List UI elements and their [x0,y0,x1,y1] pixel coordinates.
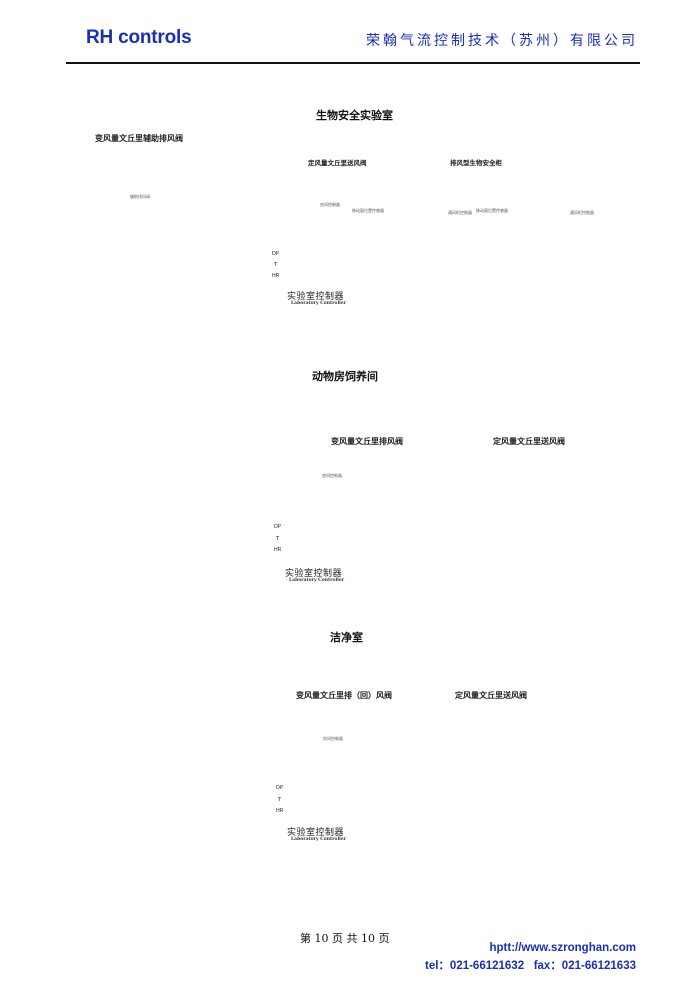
label-exhaust-valve-2: 变风量文丘里排风阀 [331,437,403,446]
hood-controller-1 [448,195,472,211]
duct-aux-exhaust [102,137,150,230]
exhaust-grille-3 [184,717,222,733]
sensor-dp-2: DP [274,524,281,530]
sensor-t-3: T [278,797,282,803]
website-link[interactable]: hptt://www.szronghan.com [489,942,636,954]
exhaust-arrow-1 [104,166,116,174]
supply-diffuser-3 [400,711,438,727]
animal-cage-racks [374,507,536,584]
cabinet-exhaust-valve-2 [518,187,536,223]
lab-controller-label-cn-3: 实验室控制器 [287,828,345,838]
label-sash-sensor-1: 移动窗位置传感器 [352,208,384,213]
sensor-hr-2: HR [274,547,282,553]
room-animal [140,451,554,603]
exhaust-valve-3 [267,662,301,680]
exhaust-arrow-cabinet-2 [521,163,533,171]
brand-logo: RH controls [86,27,192,48]
biosafety-cabinet-2 [481,227,557,321]
sensor-hr: HR [272,273,280,279]
label-sash-sensor-2: 移动窗位置传感器 [476,208,508,213]
hood-controller-2 [570,195,594,211]
cabinet-exhaust-valve-1 [396,187,414,223]
company-name: 荣翰气流控制技术（苏州）有限公司 [366,33,638,49]
label-room-controller: 房间控制器 [320,202,340,207]
contact-info: tel：021-66121632 fax：021-66121633 [425,960,636,972]
exhaust-valve-2 [261,399,297,417]
label-supply-valve-3: 定风量文丘里送风阀 [455,691,527,700]
lab-controller-label-en: Laboratory Controller [291,301,347,306]
label-aux-valve-small: 辅助排风阀 [130,194,150,199]
exhaust-arrow-3b [197,681,209,689]
page-number: 第 10 页 共 10 页 [300,932,390,945]
duct-supply-1 [197,120,320,178]
exhaust-arrow-cabinet-1 [399,163,411,171]
section-title-cleanroom: 洁净室 [330,631,363,644]
lab-controller-label-cn: 实验室控制器 [287,292,345,302]
room-controller-2 [292,465,320,483]
room-biosafety-lab [75,182,640,327]
label-room-controller-3: 房间控制器 [323,736,343,741]
sensor-t-2: T [276,536,280,542]
supply-valve-3 [469,662,515,680]
lab-controller-3 [296,772,320,814]
supply-valve-1 [247,119,291,137]
ventilation-unit [439,509,459,571]
supply-arrow-1b [199,149,211,157]
exhaust-arrow-3 [301,665,309,677]
lab-controller-label-en-2: Laboratory Controller [289,578,345,583]
label-supply-valve: 定风量文丘里送风阀 [308,159,367,167]
header-divider [66,62,640,64]
label-hood-controller-1: 通风柜控制器 [448,210,472,215]
exhaust-airflow-2 [197,457,219,466]
supply-arrow-3b [413,680,425,688]
label-room-controller-2: 房间控制器 [322,473,342,478]
label-exhaust-valve-3: 变风量文丘里排（回）风阀 [296,691,392,700]
exhaust-arrow-2b [184,418,196,426]
label-cabinet: 排风型生物安全柜 [450,159,502,167]
exhaust-grille-2 [171,454,209,470]
lab-controller-label-cn-2: 实验室控制器 [285,569,343,579]
label-aux-exhaust-valve: 变风量文丘里辅助排风阀 [95,134,183,143]
wire-aux [126,204,292,249]
duct-animal-1 [412,412,448,470]
supply-arrow-animal-2 [467,439,479,447]
duct-cabinet-exhaust-1 [397,137,447,220]
lab-controller-label-en-3: Laboratory Controller [291,837,347,842]
supply-arrow-3 [516,665,524,677]
label-supply-valve-2: 定风量文丘里送风阀 [493,437,565,446]
sensor-dp: DP [272,251,279,257]
duct-cabinet-exhaust-2 [519,137,569,220]
supply-airflow-1 [212,182,234,191]
lab-controller-2 [294,512,318,554]
room-controller-1 [291,195,315,211]
wire-room-hood [313,190,450,197]
aux-exhaust-valve [101,187,119,229]
animal-valve-1 [411,457,429,489]
exhaust-arrow-2 [297,402,305,414]
supply-arrow-animal-1 [414,439,426,447]
section-title-biosafety-lab: 生物安全实验室 [316,109,393,122]
supply-airflow-3 [426,714,448,723]
section-title-animal-room: 动物房饲养间 [312,370,378,383]
sensor-t: T [274,262,278,268]
sensor-hr-3: HR [276,808,284,814]
animal-valve-2 [464,457,482,489]
duct-exhaust-2 [182,392,320,460]
sensor-dp-3: DP [276,785,283,791]
biosafety-cabinet-1 [359,227,435,321]
supply-diffuser-1 [186,179,224,195]
lab-controller-1 [291,237,315,279]
label-hood-controller-2: 通风柜控制器 [570,210,594,215]
room-controller-3 [296,727,322,743]
exhaust-airflow-3 [210,720,232,729]
supply-arrow-1 [295,122,303,134]
